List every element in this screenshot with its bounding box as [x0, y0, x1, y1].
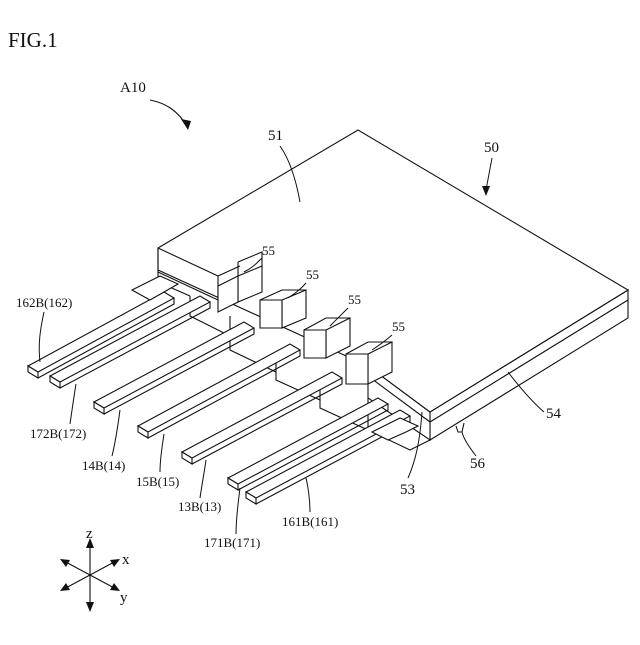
label-step-4: 55 — [392, 319, 405, 334]
label-step-1: 55 — [262, 243, 275, 258]
label-notch: 56 — [470, 456, 486, 472]
label-side-face: 54 — [546, 406, 562, 422]
label-package: 50 — [484, 140, 499, 156]
label-front-face: 53 — [400, 482, 415, 498]
axis-z-label: z — [86, 526, 93, 542]
label-lead-171: 171B(171) — [204, 535, 260, 550]
axis-x-label: x — [122, 552, 130, 568]
assembly-arrow — [150, 100, 188, 128]
assembly-label: A10 — [120, 80, 146, 96]
label-lead-161: 161B(161) — [282, 514, 338, 529]
lead-13 — [182, 372, 342, 464]
label-step-3: 55 — [348, 292, 361, 307]
label-lead-15: 15B(15) — [136, 474, 179, 489]
lead-15 — [138, 344, 300, 438]
notch — [456, 423, 464, 432]
label-lead-13: 13B(13) — [178, 499, 221, 514]
figure-title: FIG.1 — [8, 28, 58, 52]
label-lead-14: 14B(14) — [82, 458, 125, 473]
axis-y-label: y — [120, 590, 128, 606]
label-lead-172: 172B(172) — [30, 426, 86, 441]
lead-14 — [94, 322, 254, 414]
coordinate-axes: z x y — [60, 526, 130, 612]
assembly-arrowhead — [181, 119, 191, 130]
label-lead-162: 162B(162) — [16, 295, 72, 310]
label-top-face: 51 — [268, 128, 283, 144]
label-step-2: 55 — [306, 267, 319, 282]
